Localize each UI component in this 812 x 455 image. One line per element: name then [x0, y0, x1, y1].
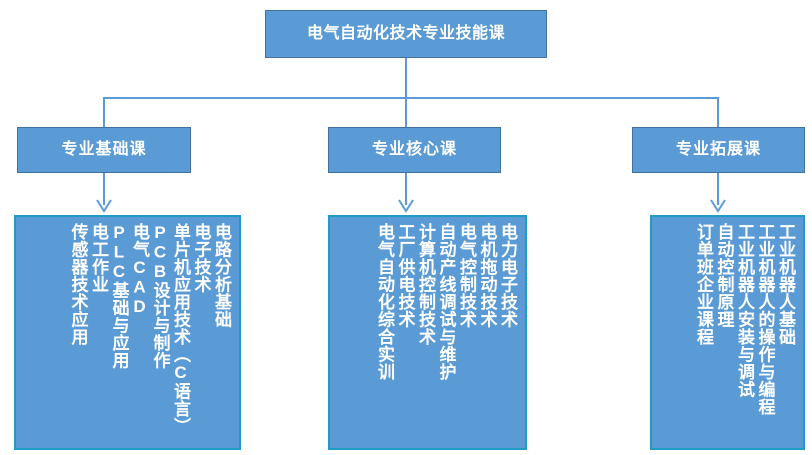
connector-basic-to-courses [103, 173, 105, 205]
course-item[interactable]: 工厂供电技术 [395, 223, 415, 328]
connector-drop-core [405, 97, 407, 127]
branch-node-core[interactable]: 专业核心课 [328, 127, 501, 173]
course-item[interactable]: 电力电子技术 [498, 223, 517, 328]
course-item[interactable]: 电路分析基础 [212, 223, 231, 328]
connector-drop-extension [717, 97, 719, 127]
course-item[interactable]: 电子技术 [191, 223, 211, 293]
arrow-down-icon-core [398, 199, 414, 213]
course-item[interactable]: 工业机器人的操作与编程 [755, 223, 775, 416]
connector-core-to-courses [405, 173, 407, 205]
course-list-extension: 工业机器人基础工业机器人的操作与编程工业机器人安装与调试自动控制原理订单班企业课… [650, 215, 805, 450]
course-item[interactable]: 电机拖动技术 [477, 223, 497, 328]
course-item[interactable]: 电气自动化综合实训 [375, 223, 394, 381]
connector-drop-basic [103, 97, 105, 127]
course-item[interactable]: 工业机器人安装与调试 [735, 223, 754, 398]
course-item[interactable]: 工业机器人基础 [776, 223, 795, 346]
course-item[interactable]: 订单班企业课程 [694, 223, 713, 346]
arrow-down-icon-extension [710, 199, 726, 213]
course-item[interactable]: PLC基础与应用 [109, 223, 129, 369]
course-item[interactable]: 电气CAD [130, 223, 149, 317]
course-item[interactable]: 电气控制技术 [457, 223, 476, 328]
arrow-down-icon-basic [96, 199, 112, 213]
course-item[interactable]: 传感器技术应用 [68, 223, 88, 346]
course-item[interactable]: 单片机应用技术（C语言） [171, 223, 190, 435]
root-node[interactable]: 电气自动化技术专业技能课 [265, 10, 547, 58]
branch-node-basic[interactable]: 专业基础课 [17, 127, 191, 173]
course-item[interactable]: 自动产线调试与维护 [436, 223, 456, 381]
connector-extension-to-courses [717, 173, 719, 205]
connector-horizontal-bus [104, 97, 718, 99]
course-list-core: 电力电子技术电机拖动技术电气控制技术自动产线调试与维护计算机控制技术工厂供电技术… [328, 215, 527, 450]
course-item[interactable]: 自动控制原理 [714, 223, 734, 328]
connector-root-stem [405, 58, 407, 98]
branch-node-extension[interactable]: 专业拓展课 [632, 127, 805, 173]
course-item[interactable]: 计算机控制技术 [416, 223, 435, 346]
course-item[interactable]: PCB设计与制作 [150, 223, 170, 369]
course-item[interactable]: 电工作业 [89, 223, 108, 293]
